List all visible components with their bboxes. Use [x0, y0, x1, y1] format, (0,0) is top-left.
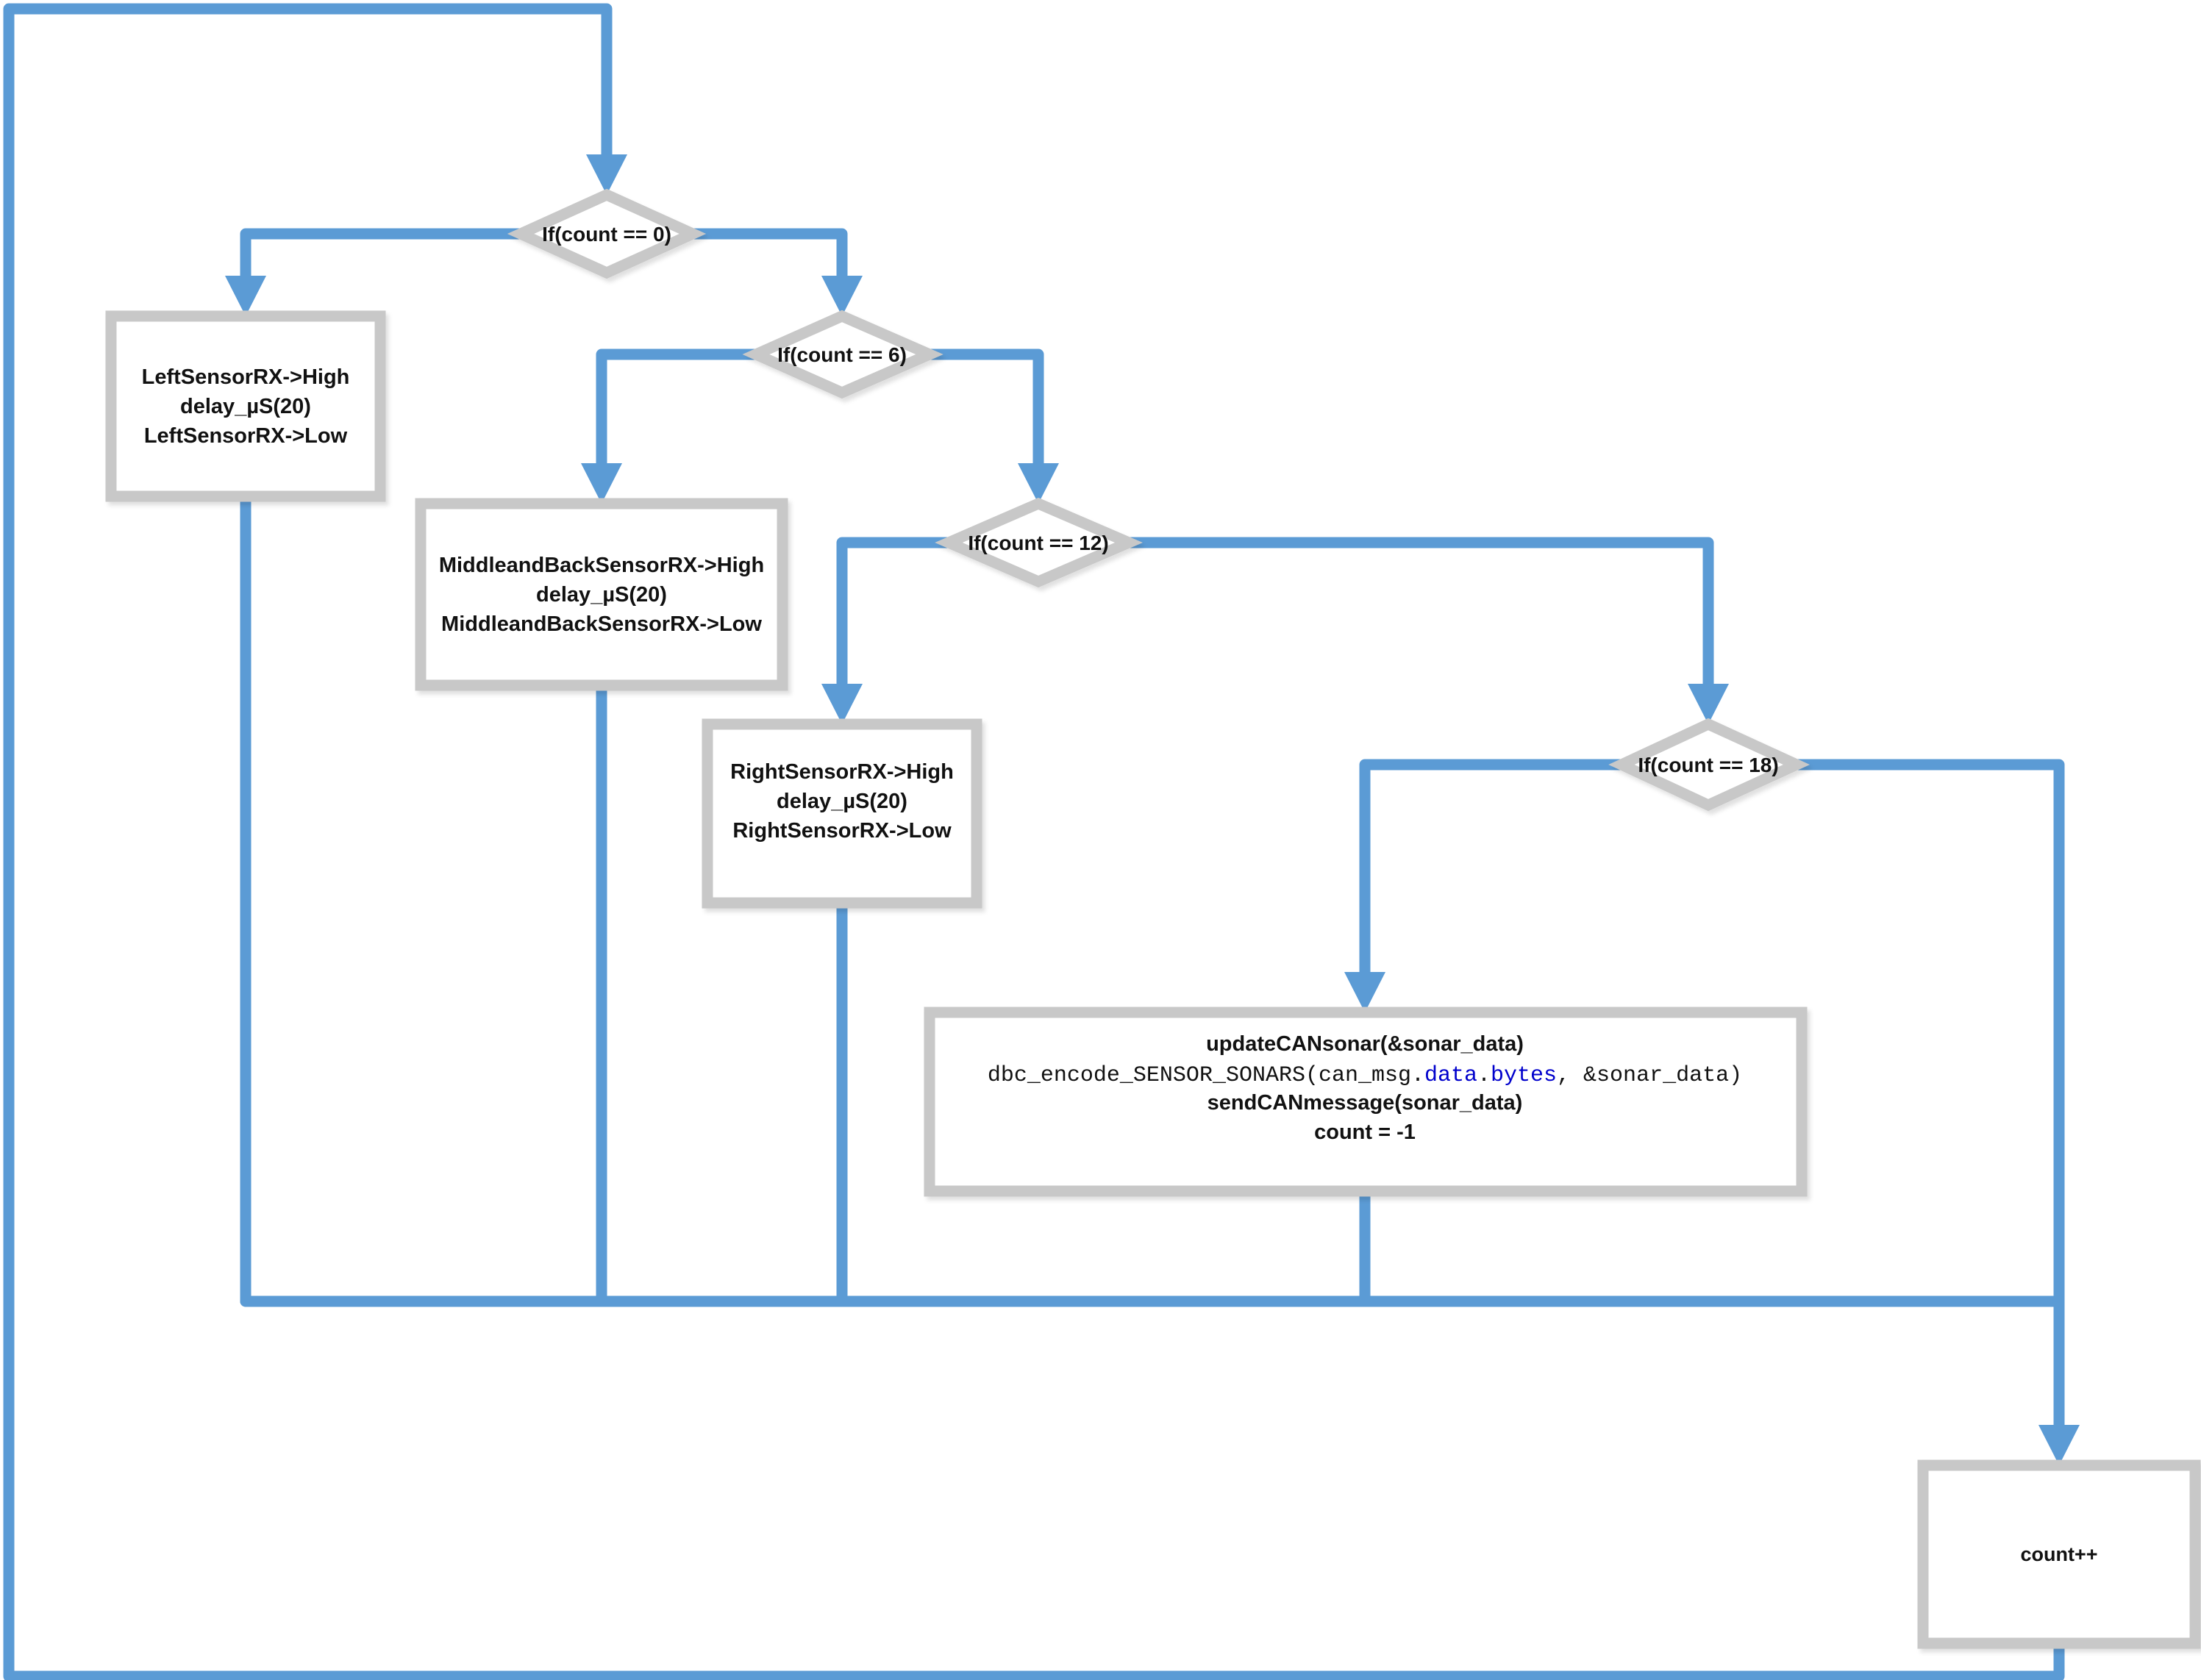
- count-increment-text: count++: [2020, 1543, 2097, 1565]
- dbc-encode-suffix: , &sonar_data): [1557, 1063, 1742, 1088]
- d12-right-connector: [1123, 537, 1714, 697]
- d18-right-connector: [1791, 759, 2065, 1440]
- left-sensor-low-text: LeftSensorRX->Low: [144, 424, 348, 448]
- right-sensor-delay-text: delay_µS(20): [777, 790, 907, 813]
- d18-left-connector: [1359, 759, 1627, 991]
- decision-count-0: If(count == 0): [507, 188, 707, 279]
- arrowhead-into-can-box: [1344, 972, 1385, 1012]
- decision-count-18-label: If(count == 18): [1638, 754, 1778, 776]
- dbc-encode-prefix: dbc_encode_SENSOR_SONARS(can_msg.: [988, 1063, 1424, 1088]
- d6-left-connector: [596, 348, 762, 476]
- send-can-message-text: sendCANmessage(sonar_data): [1207, 1091, 1523, 1115]
- left-sensor-delay-text: delay_µS(20): [180, 395, 311, 418]
- loop-back-connector: [3, 3, 2065, 1680]
- left-sensor-box: LeftSensorRX->High delay_µS(20) LeftSens…: [105, 310, 386, 502]
- arrowhead-into-d6: [821, 276, 863, 316]
- right-sensor-box: RightSensorRX->High delay_µS(20) RightSe…: [702, 718, 982, 909]
- middle-sensor-high-text: MiddleandBackSensorRX->High: [439, 554, 764, 577]
- decision-count-6: If(count == 6): [742, 310, 943, 399]
- connectors: [3, 3, 2065, 1680]
- left-sensor-high-text: LeftSensorRX->High: [142, 365, 350, 389]
- arrowheads: [225, 154, 2080, 1465]
- decision-count-6-label: If(count == 6): [777, 343, 907, 366]
- decision-count-0-label: If(count == 0): [542, 223, 671, 246]
- d12-left-connector: [836, 537, 955, 697]
- update-can-sonar-text: updateCANsonar(&sonar_data): [1206, 1032, 1524, 1056]
- middle-sensor-low-text: MiddleandBackSensorRX->Low: [441, 612, 762, 636]
- dbc-encode-bytes-keyword: bytes: [1491, 1063, 1557, 1088]
- dbc-encode-text: dbc_encode_SENSOR_SONARS(can_msg.data.by…: [988, 1063, 1742, 1088]
- count-increment-box: count++: [1917, 1459, 2201, 1649]
- decision-count-12: If(count == 12): [935, 497, 1143, 588]
- right-sensor-low-text: RightSensorRX->Low: [732, 819, 952, 843]
- right-sensor-high-text: RightSensorRX->High: [730, 760, 954, 784]
- d6-right-connector: [924, 348, 1044, 476]
- can-message-box: updateCANsonar(&sonar_data) dbc_encode_S…: [924, 1007, 1808, 1197]
- arrowhead-into-left-box: [225, 276, 266, 316]
- decision-count-12-label: If(count == 12): [968, 532, 1108, 554]
- count-reset-text: count = -1: [1314, 1120, 1416, 1144]
- middle-sensor-delay-text: delay_µS(20): [536, 583, 667, 607]
- d0-right-connector: [687, 228, 848, 289]
- decision-count-18: If(count == 18): [1608, 718, 1811, 812]
- arrowhead-into-middle-box: [581, 463, 622, 504]
- d0-left-connector: [240, 228, 527, 289]
- arrowhead-into-d12: [1018, 463, 1059, 504]
- arrowhead-into-count-box: [2038, 1425, 2080, 1465]
- arrowhead-into-right-box: [821, 684, 863, 724]
- dbc-encode-dot: .: [1477, 1063, 1491, 1088]
- arrowhead-into-d18: [1688, 684, 1729, 724]
- dbc-encode-data-keyword: data: [1424, 1063, 1477, 1088]
- arrowhead-into-d0: [586, 154, 627, 195]
- middle-back-sensor-box: MiddleandBackSensorRX->High delay_µS(20)…: [415, 498, 788, 691]
